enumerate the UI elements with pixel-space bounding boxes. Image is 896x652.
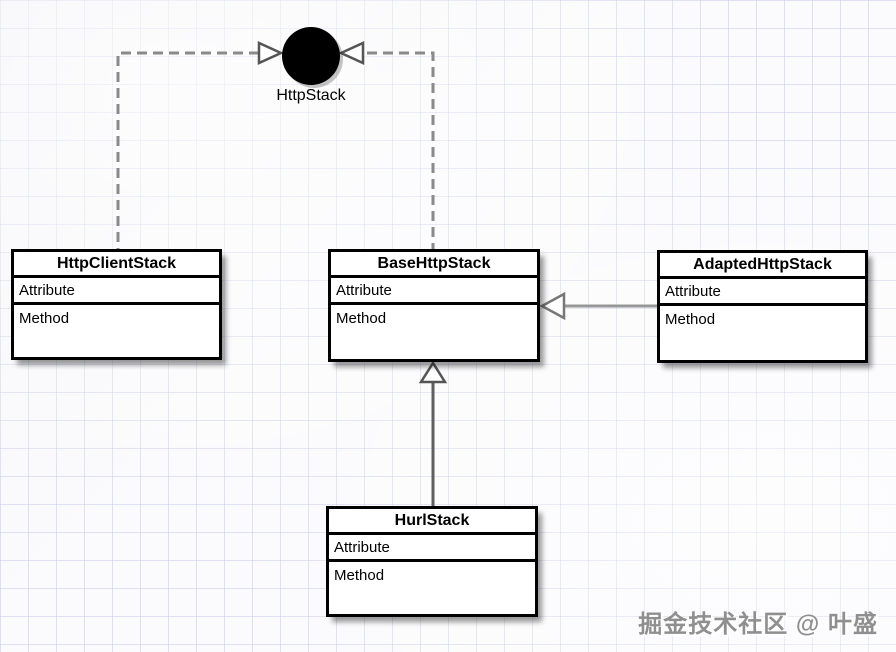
generalization-arrowhead-up-icon xyxy=(418,360,448,384)
class-method-row: Method xyxy=(19,310,70,327)
generalization-arrowhead-left-icon xyxy=(539,291,566,321)
class-attribute-row: Attribute xyxy=(14,278,219,305)
class-title: HurlStack xyxy=(329,509,535,535)
realization-line-httpclientstack xyxy=(116,51,259,250)
class-method-row: Method xyxy=(665,311,716,328)
class-box-hurlstack: HurlStack Attribute Method xyxy=(326,506,538,617)
class-title: HttpClientStack xyxy=(14,252,219,278)
interface-label: HttpStack xyxy=(276,87,346,104)
watermark-text: 掘金技术社区 @ 叶盛 xyxy=(638,611,878,638)
class-method-row: Method xyxy=(336,310,387,327)
class-method-row: Method xyxy=(334,567,385,584)
realization-arrowhead-left-icon xyxy=(257,41,285,65)
interface-circle xyxy=(282,27,340,85)
class-attribute-row: Attribute xyxy=(660,279,865,306)
class-box-adaptedhttpstack: AdaptedHttpStack Attribute Method xyxy=(657,250,868,363)
realization-arrowhead-right-icon xyxy=(337,41,365,65)
class-box-httpclientstack: HttpClientStack Attribute Method xyxy=(11,249,222,360)
class-title: AdaptedHttpStack xyxy=(660,253,865,279)
class-box-basehttpstack: BaseHttpStack Attribute Method xyxy=(328,249,540,362)
class-attribute-row: Attribute xyxy=(331,278,537,305)
class-title: BaseHttpStack xyxy=(331,252,537,278)
class-attribute-row: Attribute xyxy=(329,535,535,562)
realization-line-basehttpstack xyxy=(367,51,435,250)
